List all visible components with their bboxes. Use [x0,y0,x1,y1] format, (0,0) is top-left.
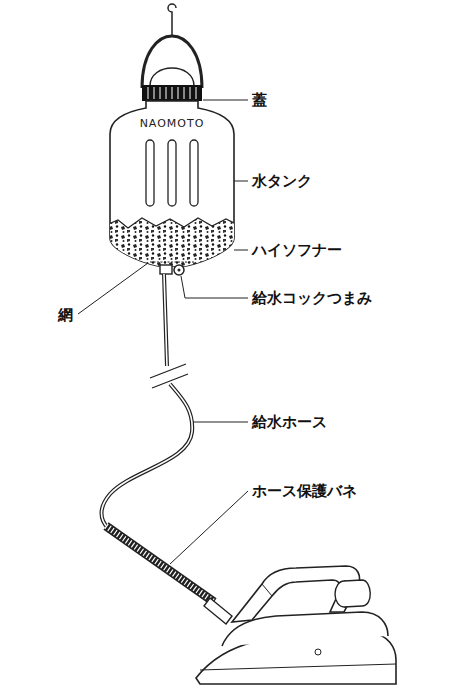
hose [164,274,167,366]
tank-cap [150,68,194,86]
tank-handle [142,36,202,88]
cap-ribs [148,87,196,99]
iron-dot [315,649,321,655]
rear-knob-body [344,580,370,607]
iron-handle [232,566,360,622]
softener-granules [104,218,240,270]
cock-knob-center [178,269,181,272]
leader-lines [78,100,248,564]
soleplate-edge [200,664,396,670]
hose-inner [164,274,167,366]
hanger-hook [168,4,176,36]
cock-knob [174,265,184,275]
nozzle [160,265,172,274]
part-label: ホース保護バネ [252,482,357,500]
mesh [150,262,194,263]
part-label: 網 [58,306,73,324]
part-label: 給水ホース [252,413,327,431]
part-label: 水タンク [252,172,312,190]
part-label: 給水コックつまみ [252,289,372,307]
handle-line [262,584,272,596]
hose [102,384,193,528]
break-mark [150,364,188,388]
brand-text: NAOMOTO [140,117,205,130]
part-label: ハイソフナー [252,241,342,259]
hose-inner [102,384,193,528]
cap-ring [142,85,202,101]
tank-slots [146,140,198,206]
hose-connector [204,598,232,624]
part-label: 蓋 [252,91,267,109]
